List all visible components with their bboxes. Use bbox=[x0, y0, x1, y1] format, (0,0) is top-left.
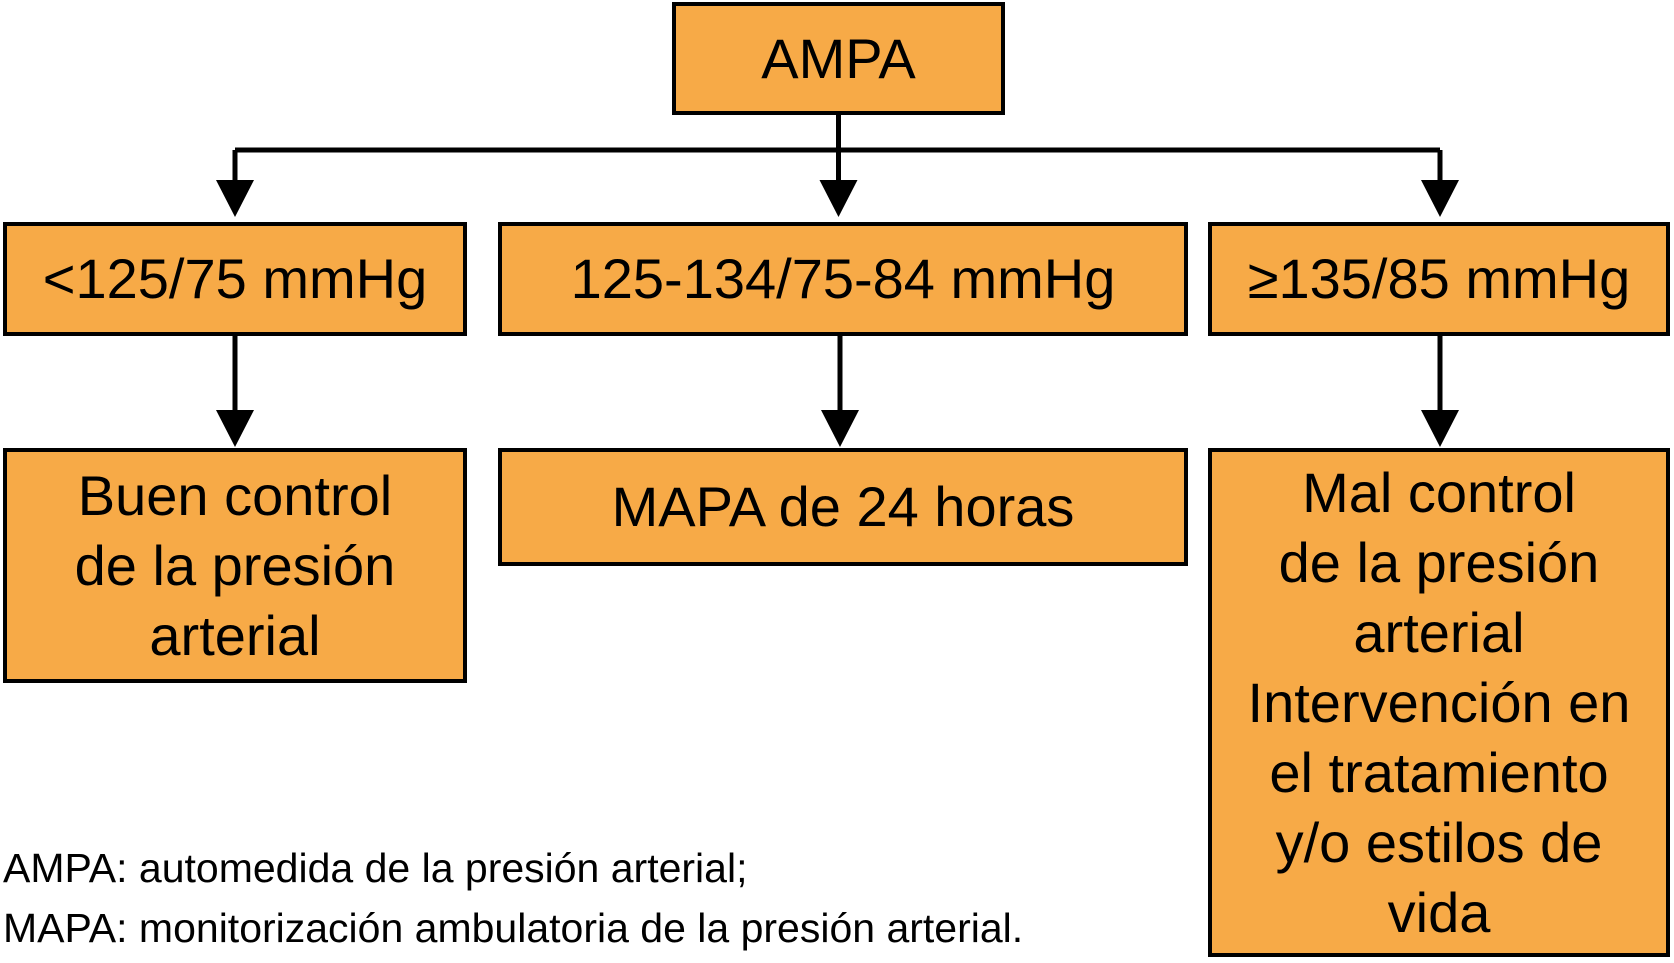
branch-lines bbox=[232, 113, 1443, 184]
node-root-label: AMPA bbox=[761, 26, 916, 90]
node-outcome-mapa-24h-label: MAPA de 24 horas bbox=[611, 475, 1075, 538]
arrowhead-left-icon bbox=[216, 180, 254, 217]
node-outcome-good-control-label: Buen control de la presión arterial bbox=[74, 463, 396, 667]
arrowhead-middle-icon bbox=[819, 180, 858, 217]
arrowhead-middle2-icon bbox=[821, 410, 859, 447]
footnote-legend: AMPA: automedida de la presión arterial;… bbox=[3, 838, 1023, 958]
node-root-ampa: AMPA bbox=[672, 2, 1005, 115]
arrowhead-right-icon bbox=[1421, 180, 1459, 217]
node-outcome-good-control: Buen control de la presión arterial bbox=[3, 448, 467, 683]
node-threshold-mid-label: 125-134/75-84 mmHg bbox=[570, 247, 1116, 310]
node-outcome-poor-control-label: Mal control de la presión arterial Inter… bbox=[1247, 460, 1631, 944]
node-outcome-mapa-24h: MAPA de 24 horas bbox=[498, 448, 1188, 566]
footnote-ampa: AMPA: automedida de la presión arterial; bbox=[3, 845, 748, 891]
arrowhead-right2-icon bbox=[1421, 410, 1459, 447]
footnote-mapa: MAPA: monitorización ambulatoria de la p… bbox=[3, 905, 1024, 951]
node-threshold-low-label: <125/75 mmHg bbox=[42, 247, 428, 310]
node-threshold-mid: 125-134/75-84 mmHg bbox=[498, 222, 1188, 336]
node-threshold-high-label: ≥135/85 mmHg bbox=[1247, 247, 1631, 310]
node-threshold-high: ≥135/85 mmHg bbox=[1208, 222, 1670, 336]
node-threshold-low: <125/75 mmHg bbox=[3, 222, 467, 336]
arrowhead-left2-icon bbox=[216, 410, 254, 447]
node-outcome-poor-control: Mal control de la presión arterial Inter… bbox=[1208, 448, 1670, 957]
tier2-lines bbox=[232, 336, 1443, 410]
